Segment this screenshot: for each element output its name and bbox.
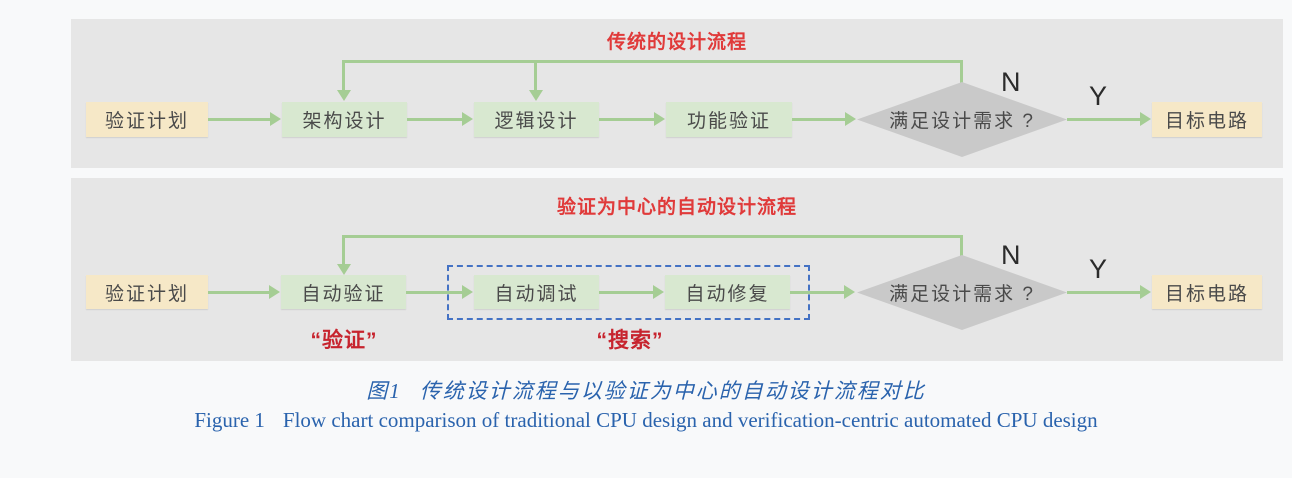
arrow-down-icon (337, 264, 351, 275)
page-bottom-strip (0, 478, 1292, 484)
panel-automated-flow: 验证为中心的自动设计流程 验证计划 自动验证 自动调试 自动修复 满足设计需求 … (71, 178, 1283, 361)
flow-line (406, 291, 462, 294)
flow-line (599, 118, 655, 121)
branch-no-label: N (1001, 240, 1021, 270)
figure-caption-english: Figure 1 Flow chart comparison of traditi… (0, 408, 1292, 433)
panel-traditional-flow: 传统的设计流程 验证计划 架构设计 逻辑设计 功能验证 满足设计需求 ? N Y… (71, 19, 1283, 168)
node-functional-verification: 功能验证 (666, 102, 792, 137)
branch-no-label: N (1001, 67, 1021, 97)
loop-line-down-to-logic (534, 60, 537, 91)
flow-line (208, 118, 271, 121)
arrow-right-icon (1140, 112, 1151, 126)
flow-line (790, 291, 844, 294)
annotation-verify-label: “验证” (310, 329, 378, 352)
arrow-down-icon (529, 90, 543, 101)
figure-caption-zh-number: 图1 (366, 379, 402, 403)
flow-line (1067, 118, 1141, 121)
loop-line-up-from-diamond (960, 235, 963, 257)
node-auto-verification: 自动验证 (281, 275, 406, 309)
figure-caption-chinese: 图1 传统设计流程与以验证为中心的自动设计流程对比 (0, 375, 1292, 405)
loop-line-down-to-arch (342, 60, 345, 91)
decision-meets-requirements: 满足设计需求 ? (857, 255, 1067, 330)
arrow-right-icon (269, 285, 280, 299)
loop-line-horizontal (342, 60, 963, 63)
arrow-right-icon (653, 285, 664, 299)
loop-line-up-from-diamond (960, 60, 963, 86)
flow-line (792, 118, 846, 121)
node-auto-repair: 自动修复 (665, 275, 790, 309)
arrow-down-icon (337, 90, 351, 101)
branch-yes-label: Y (1089, 254, 1108, 284)
node-logic-design: 逻辑设计 (474, 102, 599, 137)
arrow-right-icon (270, 112, 281, 126)
loop-line-horizontal (342, 235, 963, 238)
arrow-right-icon (462, 112, 473, 126)
arrow-right-icon (845, 112, 856, 126)
decision-meets-requirements: 满足设计需求 ? (857, 82, 1067, 157)
figure-caption-en-text: Flow chart comparison of traditional CPU… (282, 408, 1098, 432)
node-verification-plan: 验证计划 (86, 102, 208, 137)
figure-caption-en-number: Figure 1 (194, 408, 265, 432)
flow-line (407, 118, 463, 121)
annotation-search-label: “搜索” (596, 329, 664, 352)
arrow-right-icon (654, 112, 665, 126)
node-target-circuit: 目标电路 (1152, 102, 1262, 137)
arrow-right-icon (844, 285, 855, 299)
node-verification-plan: 验证计划 (86, 275, 208, 309)
figure-caption-zh-text: 传统设计流程与以验证为中心的自动设计流程对比 (419, 379, 926, 403)
arrow-right-icon (462, 285, 473, 299)
panel-title-traditional: 传统的设计流程 (606, 32, 747, 53)
branch-yes-label: Y (1089, 81, 1108, 111)
arrow-right-icon (1140, 285, 1151, 299)
flow-line (1067, 291, 1141, 294)
node-architecture-design: 架构设计 (282, 102, 407, 137)
panel-title-automated: 验证为中心的自动设计流程 (556, 197, 797, 218)
flow-line (599, 291, 653, 294)
loop-line-down-to-auto-verify (342, 235, 345, 265)
flow-line (208, 291, 269, 294)
node-auto-debug: 自动调试 (474, 275, 599, 309)
node-target-circuit: 目标电路 (1152, 275, 1262, 309)
